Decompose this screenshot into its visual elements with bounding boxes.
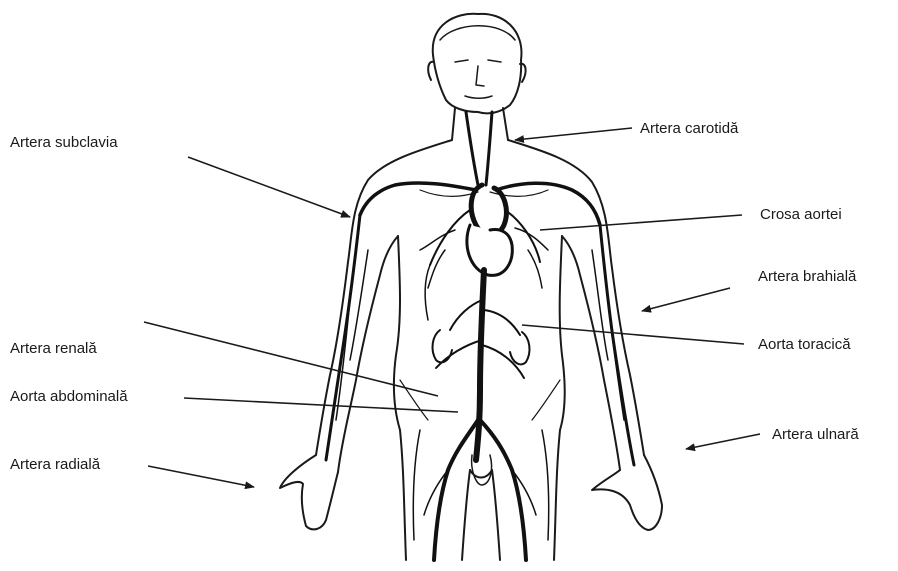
leader-ulnara bbox=[686, 434, 760, 449]
label-artera-subclavia: Artera subclavia bbox=[10, 134, 118, 152]
vessel-network bbox=[326, 112, 634, 560]
leader-radiala bbox=[148, 466, 254, 487]
label-artera-carotida: Artera carotidă bbox=[640, 120, 738, 138]
label-artera-radiala: Artera radială bbox=[10, 456, 100, 474]
label-aorta-toracica: Aorta toracică bbox=[758, 336, 851, 354]
label-artera-ulnara: Artera ulnară bbox=[772, 426, 859, 444]
label-aorta-abdominala: Aorta abdominală bbox=[10, 388, 128, 406]
label-artera-renala: Artera renală bbox=[10, 340, 97, 358]
label-artera-brahiala: Artera brahială bbox=[758, 268, 856, 286]
leader-carotida bbox=[515, 128, 632, 140]
body-outline bbox=[280, 14, 662, 560]
leader-subclavia bbox=[188, 157, 350, 217]
label-crosa-aortei: Crosa aortei bbox=[760, 206, 842, 224]
leader-brahiala bbox=[642, 288, 730, 311]
leader-renala bbox=[144, 322, 438, 396]
leader-crosa bbox=[540, 215, 742, 230]
leader-lines bbox=[144, 128, 760, 487]
leader-toracica bbox=[522, 325, 744, 344]
